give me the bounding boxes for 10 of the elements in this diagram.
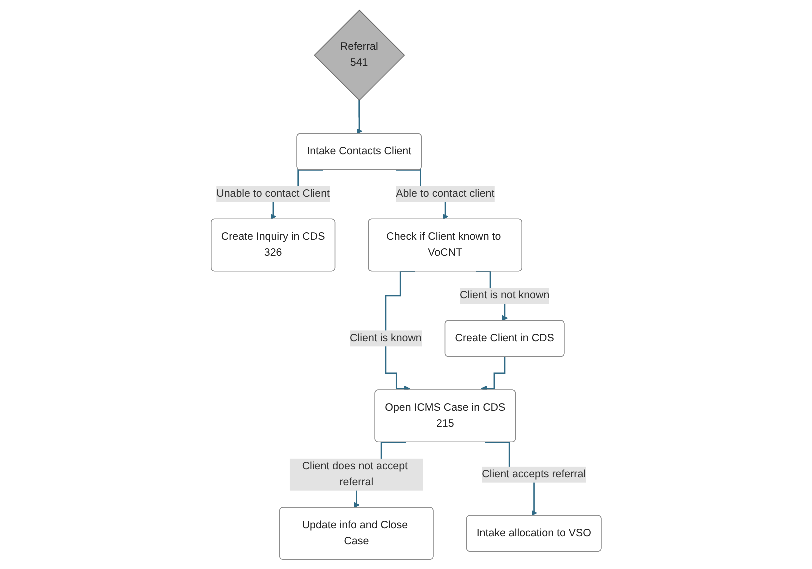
edge-label: Client is not known: [460, 289, 550, 301]
edge-label: Client does not accept referral: [302, 460, 408, 488]
edge-label: Client accepts referral: [482, 468, 586, 480]
arrow: [384, 270, 415, 392]
node-diamond: Referral 541: [314, 9, 405, 100]
arrow: [356, 99, 362, 134]
edge-label: Client is known: [350, 332, 422, 344]
edge-label: Unable to contact Client: [216, 188, 330, 200]
arrow: [480, 356, 506, 392]
edge-label: Able to contact client: [396, 188, 494, 200]
